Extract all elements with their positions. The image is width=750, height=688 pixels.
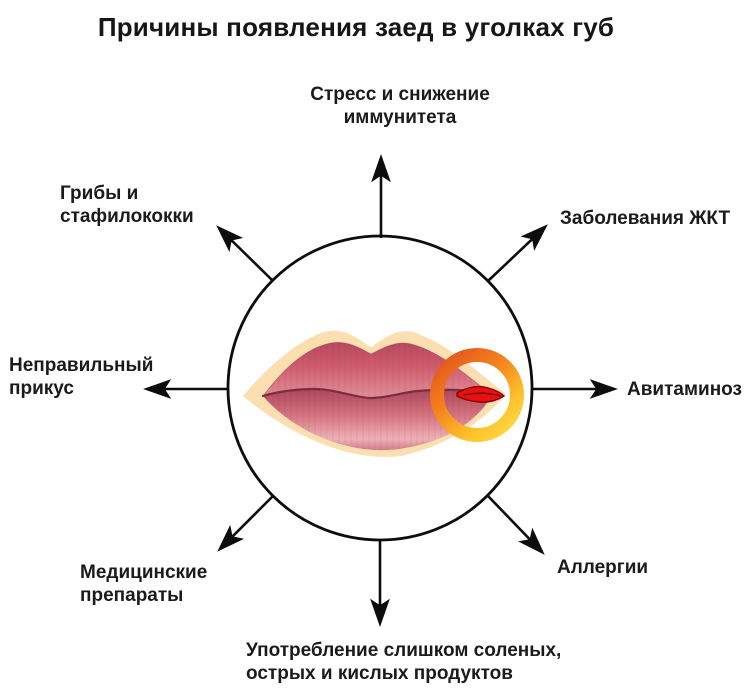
cause-label-right: Авитаминоз xyxy=(627,378,742,401)
cause-label-line: Авитаминоз xyxy=(627,379,742,400)
cause-label-top-left: Грибы и стафилококки xyxy=(60,182,194,228)
cause-label-left: Неправильный прикус xyxy=(9,354,153,400)
crack-shadow-line xyxy=(462,392,502,397)
radial-arrows xyxy=(143,154,618,627)
page-title: Причины появления заед в уголках губ xyxy=(97,12,615,42)
arrow-southeast-icon xyxy=(487,495,545,555)
cause-label-line: Медицинские xyxy=(80,562,208,583)
cause-label-top: Стресс и снижение иммунитета xyxy=(310,83,490,129)
cause-label-line: препараты xyxy=(80,585,184,606)
cause-label-line: Заболевания ЖКТ xyxy=(560,208,731,229)
arrow-northeast-icon xyxy=(487,224,548,282)
cause-label-line: Употребление слишком соленых, xyxy=(246,640,562,661)
cause-label-top-right: Заболевания ЖКТ xyxy=(560,207,730,230)
lips-illustration xyxy=(243,330,524,457)
lip-texture xyxy=(263,342,492,451)
cause-label-line: прикус xyxy=(9,378,74,399)
cause-label-line: Грибы и xyxy=(60,183,139,204)
arrow-southwest-icon xyxy=(217,495,274,552)
arrow-northwest-icon xyxy=(216,225,274,282)
cause-label-line: Аллергии xyxy=(557,557,649,578)
cause-label-bottom-right: Аллергии xyxy=(557,556,648,579)
cause-label-line: стафилококки xyxy=(60,206,194,227)
orange-ring-icon xyxy=(430,348,524,442)
cause-label-line: Неправильный xyxy=(9,355,154,376)
cause-label-line: Стресс и снижение xyxy=(310,84,490,105)
cause-label-bottom-left: Медицинские препараты xyxy=(80,561,207,607)
cause-label-line: иммунитета xyxy=(343,107,457,128)
crack-icon xyxy=(456,385,506,403)
cause-label-bottom: Употребление слишком соленых, острых и к… xyxy=(246,639,561,685)
cause-label-line: острых и кислых продуктов xyxy=(246,663,513,684)
